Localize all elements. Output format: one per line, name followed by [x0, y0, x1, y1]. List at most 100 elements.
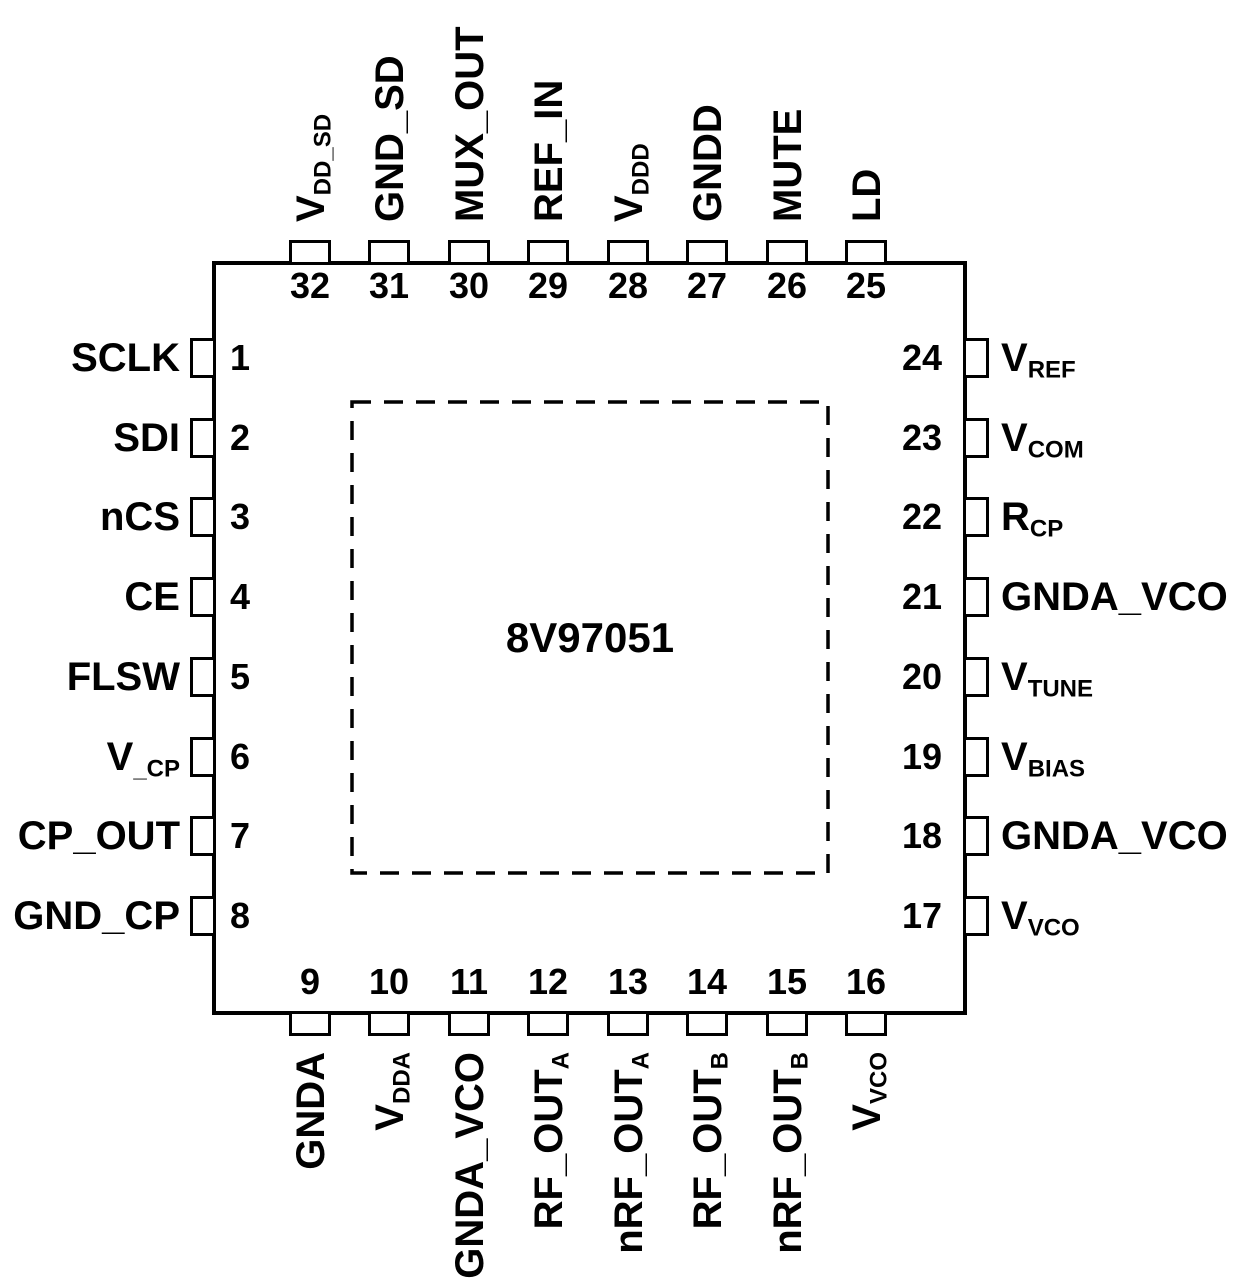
pin-stub-31 [368, 240, 410, 265]
pin-label-text: nRF_OUT [766, 1069, 810, 1254]
pin-stub-18 [963, 816, 989, 856]
pin-number-11: 11 [449, 961, 489, 1002]
pin-label-text: REF_IN [527, 79, 571, 222]
pin-stub-32 [289, 240, 331, 265]
pin-number-25: 25 [845, 265, 887, 306]
pin-stub-24 [963, 338, 989, 378]
pin-stub-4 [190, 577, 216, 617]
pin-label-text: GNDD [686, 104, 730, 222]
pin-number-17: 17 [901, 895, 943, 936]
pin-label-20: VTUNE [1001, 655, 1256, 701]
pin-label-text: RF_OUT [686, 1069, 730, 1230]
pin-label-text: GND_CP [13, 894, 180, 938]
pin-number-20: 20 [901, 656, 943, 697]
pin-label-subscript: TUNE [1027, 675, 1094, 703]
pin-label-11: GNDA_VCO [448, 1052, 492, 1285]
pin-label-32: VDD_SD [289, 0, 337, 222]
pin-label-1: SCLK [0, 336, 180, 380]
pin-stub-1 [190, 338, 216, 378]
pin-label-23: VCOM [1001, 416, 1256, 462]
pin-label-subscript: A [547, 1052, 575, 1070]
pin-label-text: V [1001, 416, 1028, 460]
pin-label-8: GND_CP [0, 894, 180, 938]
pin-label-16: VVCO [845, 1052, 893, 1285]
pin-number-32: 32 [289, 265, 331, 306]
pin-number-22: 22 [901, 496, 943, 537]
pin-stub-27 [686, 240, 728, 265]
pin-label-13: nRF_OUTA [607, 1052, 655, 1285]
pin-stub-20 [963, 657, 989, 697]
pin-label-text: SCLK [71, 336, 180, 380]
pin-label-subscript: B [706, 1052, 734, 1070]
pin-number-31: 31 [368, 265, 410, 306]
pin-number-16: 16 [845, 961, 887, 1002]
pin-label-text: V [1001, 894, 1028, 938]
pin-label-14: RF_OUTB [686, 1052, 734, 1285]
pin-label-text: nRF_OUT [607, 1069, 651, 1254]
pin-stub-11 [448, 1011, 490, 1036]
pin-number-15: 15 [766, 961, 808, 1002]
pin-label-text: V [607, 195, 651, 222]
pin-stub-7 [190, 816, 216, 856]
pin-label-text: MUTE [766, 108, 810, 222]
pin-label-10: VDDA [368, 1052, 416, 1285]
pin-number-3: 3 [229, 496, 251, 537]
pin-number-24: 24 [901, 337, 943, 378]
pin-number-30: 30 [448, 265, 490, 306]
pin-label-text: GND_SD [368, 55, 412, 222]
pin-label-text: RF_OUT [527, 1069, 571, 1230]
pin-number-18: 18 [901, 815, 943, 856]
pin-label-text: FLSW [66, 655, 180, 699]
pin-number-12: 12 [527, 961, 569, 1002]
pin-number-14: 14 [686, 961, 728, 1002]
pin-number-28: 28 [607, 265, 649, 306]
pin-label-18: GNDA_VCO [1001, 814, 1256, 858]
pin-number-7: 7 [229, 815, 251, 856]
pin-label-19: VBIAS [1001, 735, 1256, 781]
pin-label-text: CE [124, 575, 180, 619]
pin-stub-22 [963, 497, 989, 537]
pin-label-21: GNDA_VCO [1001, 575, 1256, 619]
pin-label-26: MUTE [766, 0, 810, 222]
pin-label-text: MUX_OUT [448, 26, 492, 222]
pin-label-22: RCP [1001, 495, 1256, 541]
pin-label-4: CE [0, 575, 180, 619]
pin-label-text: V [289, 195, 333, 222]
pin-number-21: 21 [901, 576, 943, 617]
pin-label-29: REF_IN [527, 0, 571, 222]
pin-label-subscript: A [627, 1052, 655, 1070]
chip-name: 8V97051 [505, 613, 675, 661]
pin-label-text: V [1001, 336, 1028, 380]
pin-label-9: GNDA [289, 1052, 333, 1285]
pin-label-subscript: DDA [388, 1052, 416, 1104]
pin-label-text: R [1001, 495, 1030, 539]
pin-label-5: FLSW [0, 655, 180, 699]
pin-label-31: GND_SD [368, 0, 412, 222]
pin-number-23: 23 [901, 417, 943, 458]
pin-label-12: RF_OUTA [527, 1052, 575, 1285]
pin-number-13: 13 [607, 961, 649, 1002]
chip-body-outline [212, 261, 967, 1015]
pin-label-text: GNDA [289, 1052, 333, 1170]
pin-stub-6 [190, 737, 216, 777]
pin-stub-19 [963, 737, 989, 777]
pin-label-text: GNDA_VCO [448, 1052, 492, 1279]
pin-label-text: LD [845, 168, 889, 222]
pin-stub-10 [368, 1011, 410, 1036]
pin-label-subscript: B [786, 1052, 814, 1070]
pin-stub-21 [963, 577, 989, 617]
pin-stub-13 [607, 1011, 649, 1036]
pin-number-9: 9 [299, 961, 321, 1002]
pin-label-subscript: CP [1029, 515, 1064, 543]
pin-stub-25 [845, 240, 887, 265]
pin-stub-9 [289, 1011, 331, 1036]
pin-number-10: 10 [368, 961, 410, 1002]
pin-stub-2 [190, 418, 216, 458]
pin-stub-12 [527, 1011, 569, 1036]
pin-label-2: SDI [0, 416, 180, 460]
pin-stub-17 [963, 896, 989, 936]
pin-stub-23 [963, 418, 989, 458]
pin-label-subscript: VCO [865, 1052, 893, 1105]
pin-number-8: 8 [229, 895, 251, 936]
